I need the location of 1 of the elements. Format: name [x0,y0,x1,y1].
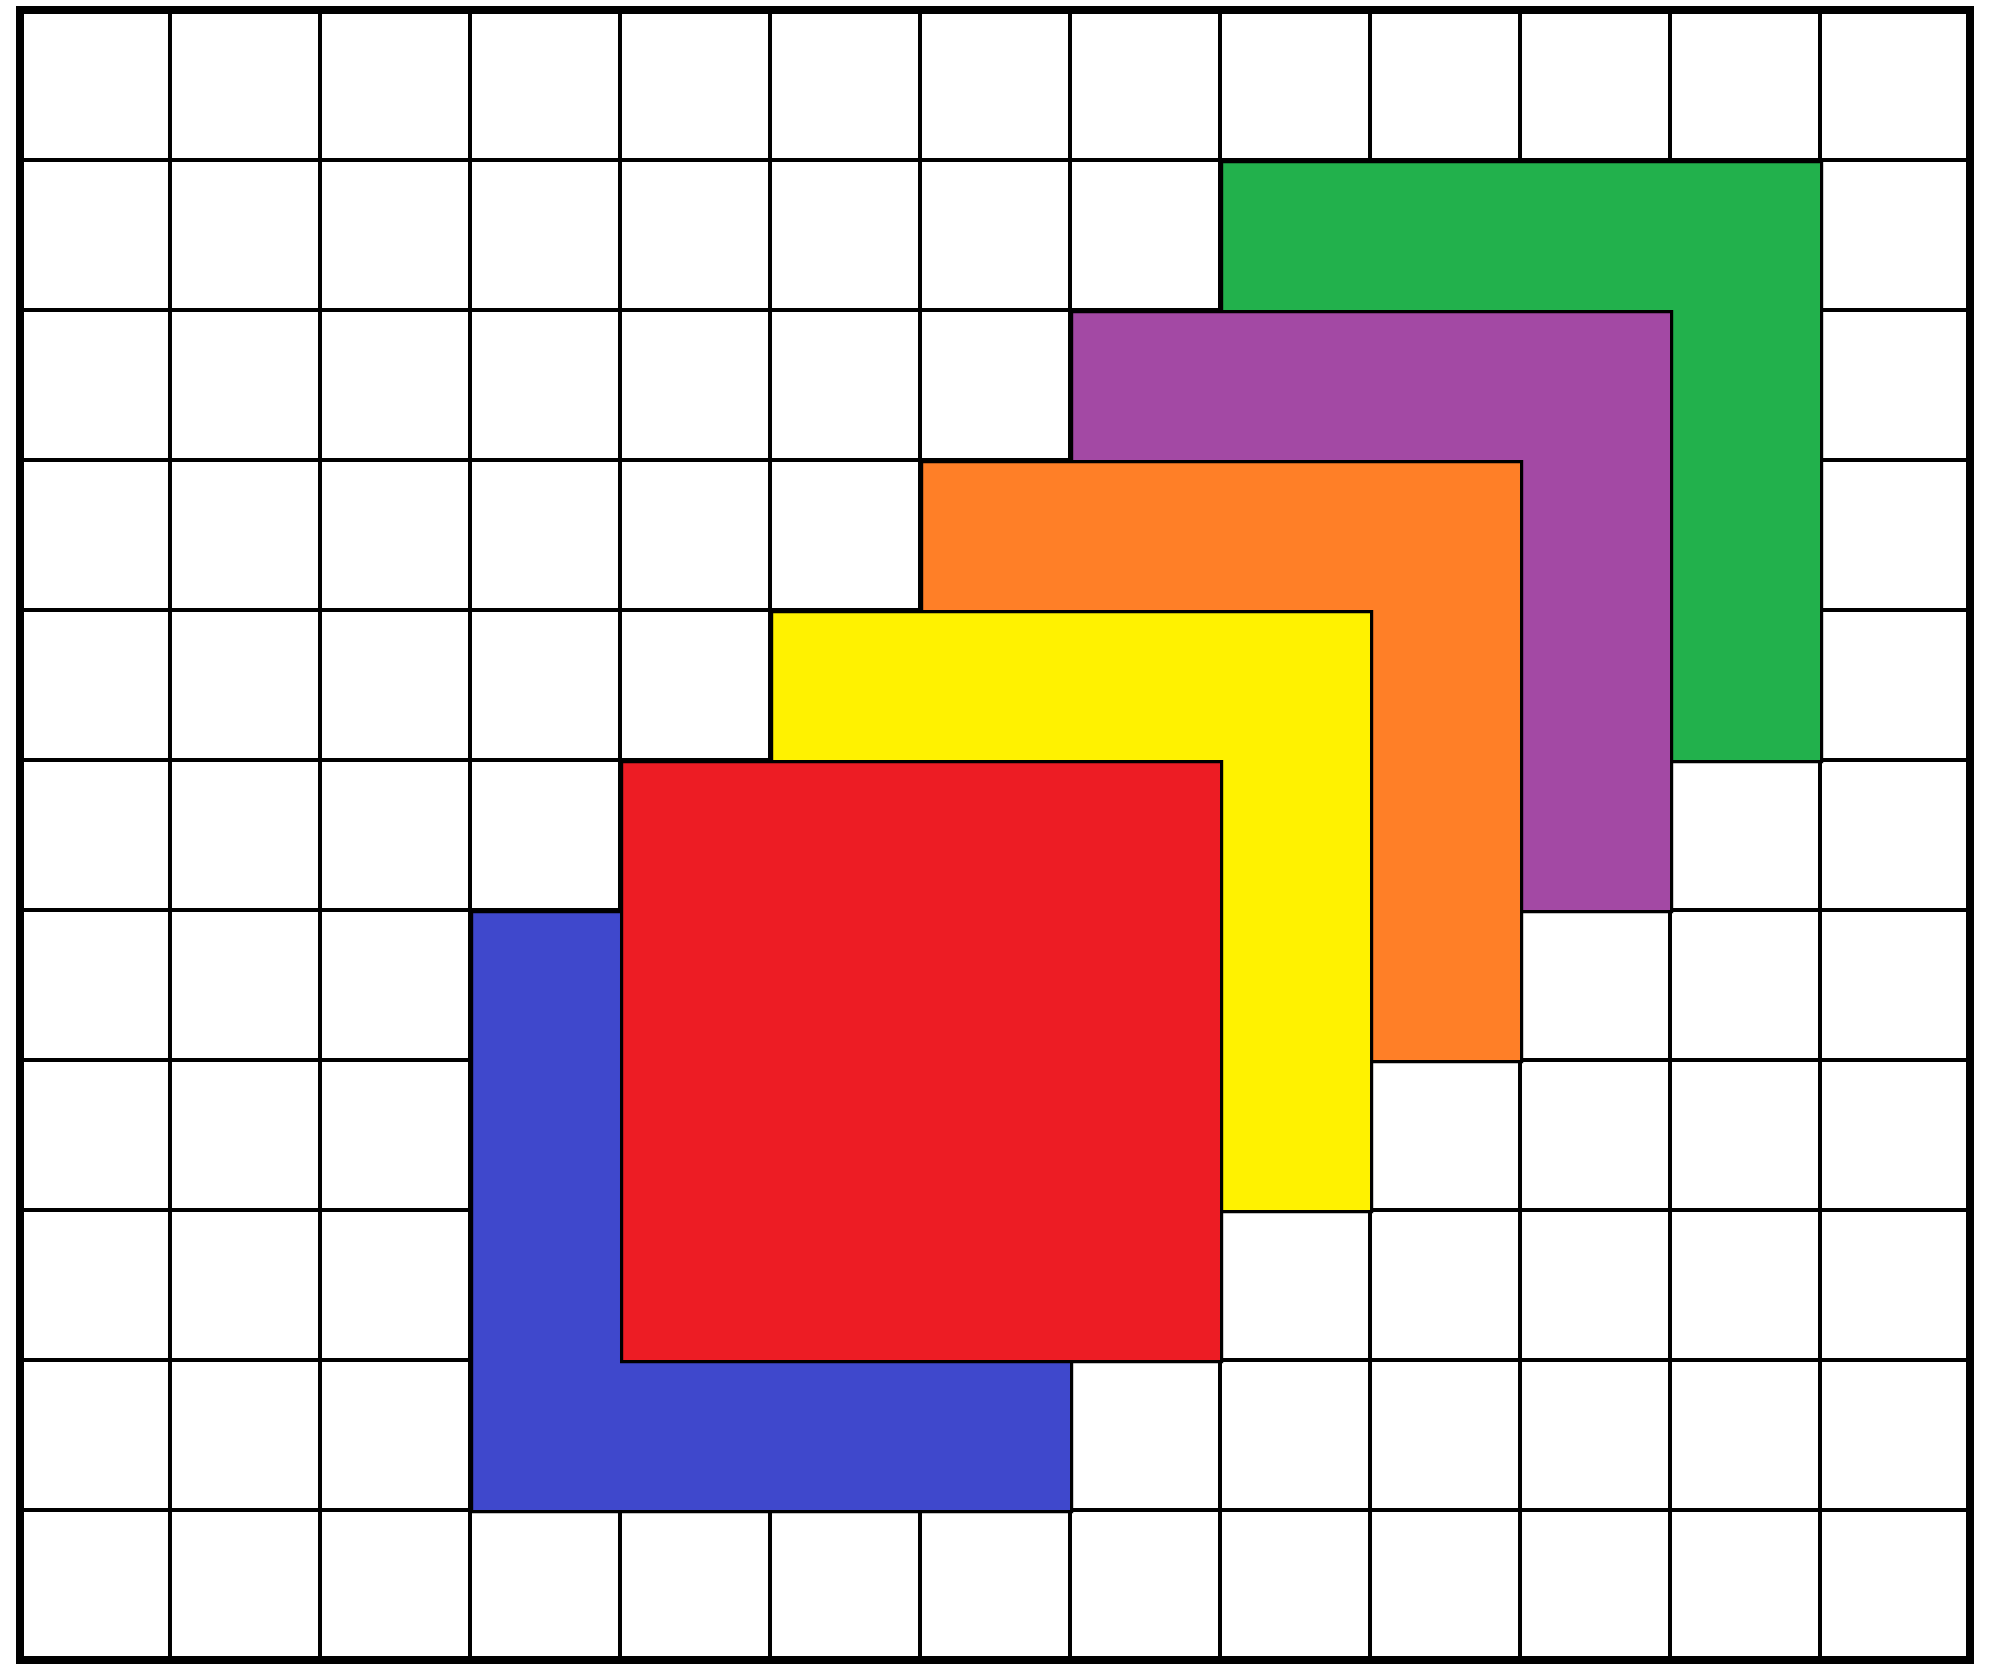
square [620,760,1224,1364]
